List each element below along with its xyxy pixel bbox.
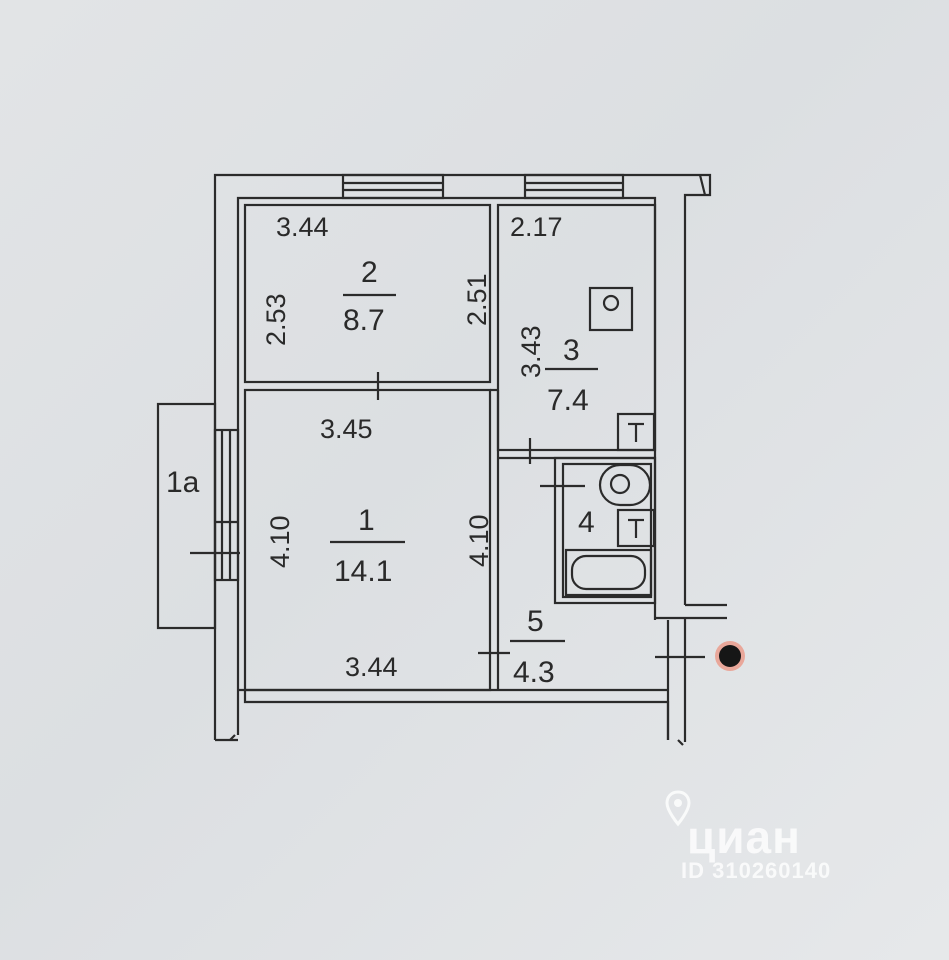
room-3-height: 3.43 [516,325,546,378]
room-2-height-left: 2.53 [261,293,291,346]
room-4-inner [561,462,653,599]
room-3-area: 7.4 [547,384,589,417]
room-1-outline [243,388,492,692]
window [523,173,625,200]
room-1-height-left: 4.10 [265,515,295,568]
bottom-wall-outer [243,690,670,740]
sink-icon [616,508,656,548]
room-1-height-right: 4.10 [464,514,494,567]
watermark: циан ID 310260140 [645,782,885,892]
room-1-area: 14.1 [334,555,392,588]
outer-wall-inner [236,196,657,735]
room-2-number: 2 [361,256,378,289]
bathtub-icon [564,548,653,597]
watermark-id: ID 310260140 [681,858,832,883]
room-2-height-right: 2.51 [462,273,492,326]
balcony-outline [156,402,217,630]
window-left [213,428,240,582]
window [341,173,445,200]
balcony-number: 1a [166,466,200,499]
room-3-width: 2.17 [510,212,563,242]
room-1-number: 1 [358,504,375,537]
room-4-number: 4 [578,506,595,539]
room-1-width-bottom: 3.44 [345,652,398,682]
location-pin-icon [665,790,691,827]
room-2-width: 3.44 [276,212,329,242]
room-5-number: 5 [527,605,544,638]
scribble-mark [715,641,745,671]
room-3-outline [496,203,657,452]
room-1-width-top: 3.45 [320,414,373,444]
stove-icon [588,286,634,332]
room-2-area: 8.7 [343,304,385,337]
toilet-icon [598,463,652,507]
room-3-number: 3 [563,334,580,367]
watermark-brand: циан [687,811,801,863]
room-4-outer [553,456,657,605]
room-5-area: 4.3 [513,656,555,689]
room-2-outline [243,203,492,384]
sink-icon [616,412,656,452]
outer-wall-outer [213,173,712,740]
